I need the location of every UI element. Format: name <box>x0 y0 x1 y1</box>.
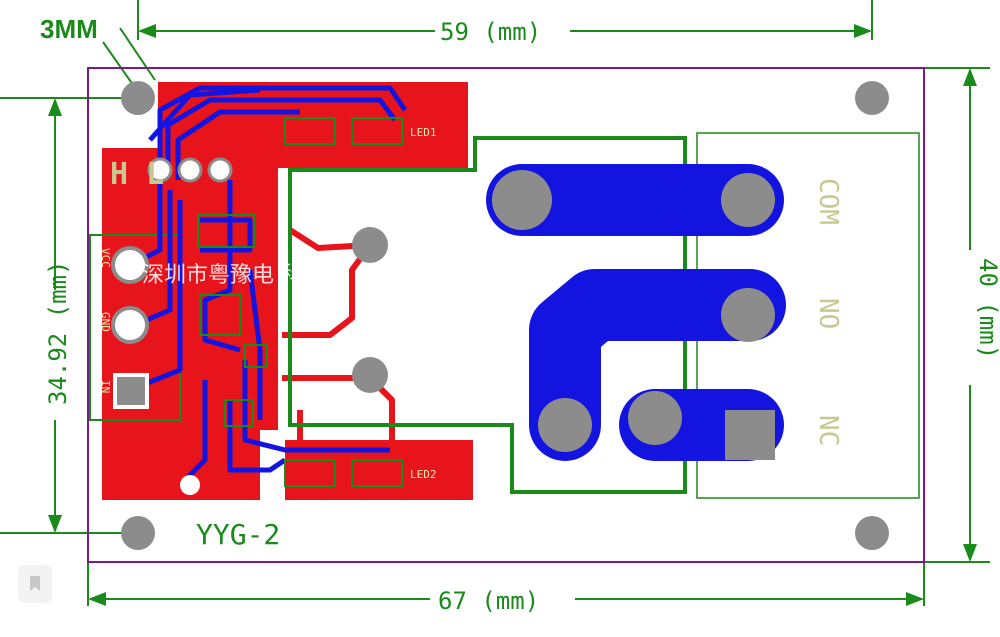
header-label: H L <box>110 157 164 192</box>
board-outline <box>87 67 925 563</box>
bottom-copper-layer <box>486 164 786 461</box>
bookmark-icon[interactable] <box>18 565 52 603</box>
relay-outline <box>288 136 687 494</box>
terminal-label-nc: NC <box>813 415 843 446</box>
right-height-label: 40 (mm) <box>974 258 1000 359</box>
terminal-label-com: COM <box>813 178 843 225</box>
relay-pads <box>352 170 775 460</box>
manufacturer-text: 深圳市粤豫电 科 <box>142 263 303 288</box>
pin-label-gnd: GND <box>99 312 112 332</box>
led1-label: LED1 <box>410 126 437 139</box>
led2-label: LED2 <box>410 468 437 481</box>
mounting-holes <box>121 81 889 550</box>
smd-footprints <box>197 117 403 487</box>
board-model-label: YYG-2 <box>196 518 280 551</box>
hole-offset-label: 3MM <box>40 14 98 44</box>
left-height-label: 34.92 (mm) <box>44 261 72 406</box>
top-width-label: 59 (mm) <box>440 18 541 46</box>
header-pads <box>111 157 233 495</box>
terminal-label-no: NO <box>813 298 843 329</box>
pin-label-vcc: VCC <box>99 248 112 268</box>
bottom-width-label: 67 (mm) <box>438 587 539 615</box>
pin-label-in: IN <box>99 380 112 393</box>
